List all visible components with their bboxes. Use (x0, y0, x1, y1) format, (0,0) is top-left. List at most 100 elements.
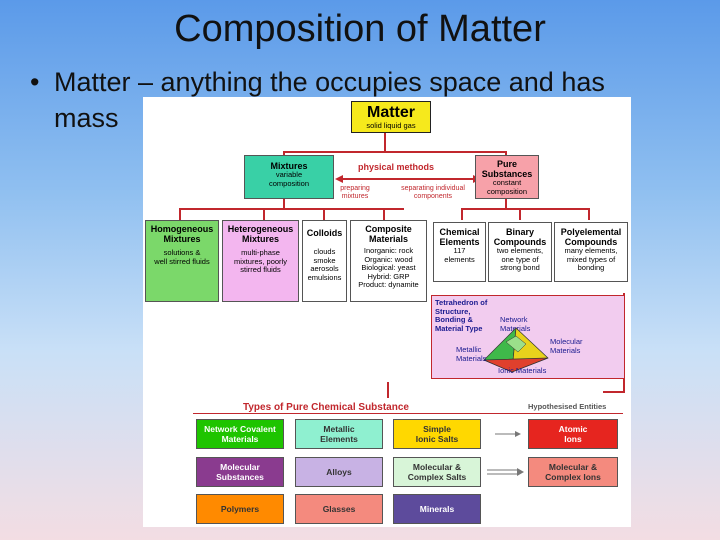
connector-line (519, 208, 521, 220)
bullet-text-line2: mass (54, 103, 119, 133)
hetero-s1: multi-phase (241, 248, 280, 257)
matter-title: Matter (366, 104, 415, 121)
grid4-l1: Molecular (220, 462, 260, 472)
tet-t3: Bonding & (435, 315, 473, 324)
homogeneous-box: Homogeneous Mixtures solutions & well st… (145, 220, 219, 302)
grid5-l1: Alloys (326, 467, 352, 477)
grid4-l2: Substances (216, 472, 264, 482)
type-molecular-substances: Molecular Substances (196, 457, 284, 487)
tet-title: Tetrahedron of Structure, Bonding & Mate… (435, 298, 488, 333)
composite-s2: Organic: wood (364, 254, 413, 264)
arrow-to-atomic-ions (495, 431, 521, 437)
tetrahedron-panel: Tetrahedron of Structure, Bonding & Mate… (431, 295, 625, 379)
composite-t2: Materials (368, 234, 409, 244)
chem-t1: Chemical (439, 227, 480, 237)
connector-line (461, 208, 463, 220)
bullet-dot: • (30, 67, 40, 97)
grid0-l1: Network Covalent (204, 424, 276, 434)
tetrahedron-graphic (483, 327, 549, 373)
composite-s4: Hybrid: GRP (367, 271, 410, 281)
chemical-elements-box: Chemical Elements 117 elements (433, 222, 486, 282)
tet-network1: Network (500, 315, 528, 324)
grid1-l1: Metallic (323, 424, 355, 434)
tet-met2: Materials (456, 353, 487, 363)
homog-t2: Mixtures (163, 234, 201, 244)
colloids-s2: smoke (313, 255, 336, 265)
binary-compounds-box: Binary Compounds two elements, one type … (488, 222, 552, 282)
connector-line (283, 151, 285, 157)
colloids-s3: aerosols (310, 264, 339, 273)
grid2-l1: Simple (423, 424, 451, 434)
connector-line (588, 208, 590, 220)
types-divider (193, 413, 623, 414)
connector-line (603, 391, 625, 393)
composite-t1: Composite (365, 224, 412, 234)
composite-s1: Inorganic: rock (363, 246, 414, 255)
poly-t2: Compounds (564, 237, 618, 247)
tet-t2: Structure, (435, 306, 471, 316)
connector-line (179, 208, 404, 210)
connector-line (461, 208, 589, 210)
poly-s2: mixed types of (566, 254, 616, 264)
pure-sub1: constant (492, 178, 522, 187)
poly-s3: bonding (577, 263, 605, 272)
tet-t4: Material Type (435, 323, 483, 333)
heterogeneous-box: Heterogeneous Mixtures multi-phase mixtu… (222, 220, 299, 302)
separating-label: separating individual components (393, 185, 473, 201)
hetero-s2: mixtures, poorly (234, 256, 287, 266)
separating-line2: components (413, 193, 453, 200)
binary-t1: Binary (505, 227, 534, 237)
type-atomic-ions: Atomic Ions (528, 419, 618, 449)
grid2-l2: Ionic Salts (415, 434, 459, 444)
composite-box: Composite Materials Inorganic: rock Orga… (350, 220, 427, 302)
hypothesised-label: Hypothesised Entities (528, 402, 607, 411)
type-simple-ionic-salts: Simple Ionic Salts (393, 419, 481, 449)
colloids-s4: emulsions (307, 272, 342, 282)
matter-classification-diagram: Matter solid liquid gas Mixtures variabl… (143, 97, 631, 527)
hetero-t1: Heterogeneous (227, 224, 294, 234)
preparing-line1: preparing (340, 185, 370, 192)
grid9-l1: Glasses (322, 504, 356, 514)
connector-line (505, 151, 507, 157)
pure-title2: Substances (481, 169, 533, 179)
separating-line1: separating individual (401, 185, 465, 192)
polyelemental-compounds-box: Polyelemental Compounds many elements, m… (554, 222, 628, 282)
connector-line (263, 208, 265, 220)
types-header: Types of Pure Chemical Substance (243, 402, 409, 413)
colloids-s1: clouds (313, 247, 336, 256)
mixtures-box: Mixtures variable composition (244, 155, 334, 199)
pure-substances-box: Pure Substances constant composition (475, 155, 539, 199)
type-minerals: Minerals (393, 494, 481, 524)
tet-t1: Tetrahedron of (435, 298, 488, 307)
type-polymers: Polymers (196, 494, 284, 524)
hetero-t2: Mixtures (241, 234, 279, 244)
physical-methods-arrow (335, 175, 481, 183)
grid6-l1: Molecular & (412, 462, 462, 472)
grid8-l1: Polymers (220, 504, 260, 514)
homog-s1: solutions & (163, 248, 201, 257)
hetero-s3: stirred fluids (240, 265, 281, 274)
binary-s2: one type of (501, 254, 539, 264)
tet-metallic-label: Metallic Materials (456, 345, 487, 363)
colloids-box: Colloids clouds smoke aerosols emulsions (302, 220, 347, 302)
type-glasses: Glasses (295, 494, 383, 524)
connector-line (179, 208, 181, 220)
physical-methods-label: physical methods (358, 162, 435, 172)
arrow-to-complex-ions (487, 468, 524, 476)
connector-line (323, 208, 325, 220)
grid3-l1: Atomic (558, 424, 588, 434)
matter-sub: solid liquid gas (366, 121, 416, 130)
type-molecular-complex-ions: Molecular & Complex Ions (528, 457, 618, 487)
binary-s3: strong bond (500, 263, 540, 272)
tet-network-label: Network Materials (500, 315, 531, 333)
homog-s2: well stirred fluids (154, 256, 210, 266)
tet-network2: Materials (500, 323, 531, 333)
type-network-covalent: Network Covalent Materials (196, 419, 284, 449)
pure-sub2: composition (486, 186, 528, 196)
grid6-l2: Complex Salts (407, 472, 467, 482)
connector-line (387, 382, 389, 398)
grid1-l2: Elements (320, 434, 358, 444)
binary-s1: two elements, (496, 246, 544, 255)
colloids-t1: Colloids (306, 228, 343, 238)
type-molecular-complex-salts: Molecular & Complex Salts (393, 457, 481, 487)
